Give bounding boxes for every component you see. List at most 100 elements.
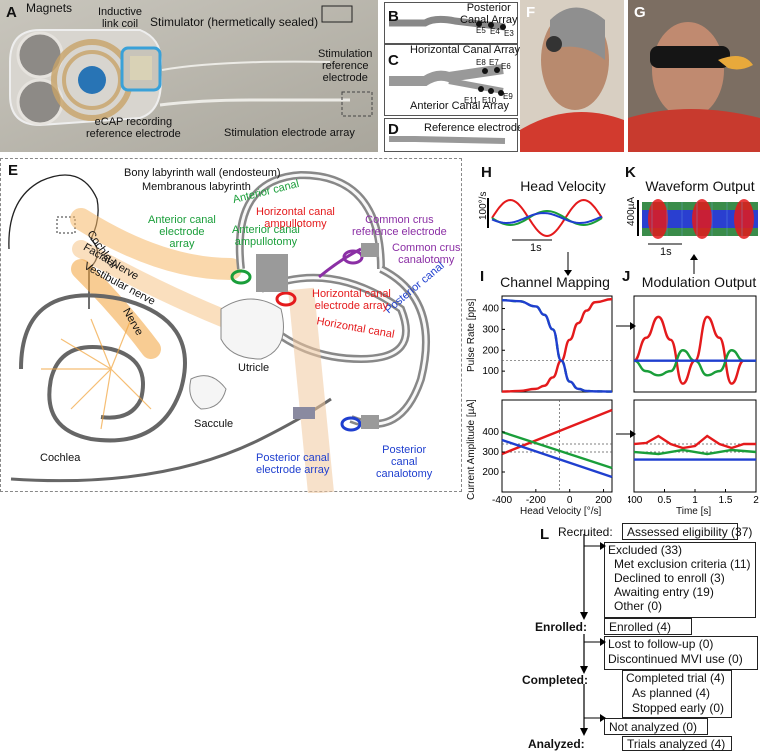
series-line-blue <box>501 438 613 479</box>
label-inductive-coil: Inductive link coil <box>98 6 143 30</box>
posterior-electrode-ring <box>340 416 362 432</box>
flow-analyzed-box: Trials analyzed (4) <box>622 736 732 751</box>
x-tick-label: 0.5 <box>658 495 672 506</box>
panel-label-c: C <box>388 52 399 69</box>
series-line-green <box>633 448 757 456</box>
flow-enrolled-box: Enrolled (4) <box>604 618 692 635</box>
head-velocity-red <box>491 198 603 238</box>
x-tick-label: 400 <box>628 495 643 506</box>
head-velocity-blue <box>491 211 603 225</box>
flow-lost: Lost to follow-up (0) <box>608 637 714 651</box>
flow-recruited-label: Recruited: <box>558 525 613 539</box>
modulation-output-title: Modulation Output <box>641 274 757 290</box>
flow-completed: Completed trial (4) <box>626 671 725 685</box>
panel-label-g: G <box>634 4 646 21</box>
label-reference-electrode: Reference electrode <box>424 122 524 134</box>
electrode-e11: E11 <box>464 96 478 105</box>
y-tick-label: 100 <box>482 366 499 377</box>
utricle-shape <box>220 298 284 360</box>
label-ecap-reference: eCAP recording reference electrode <box>86 116 181 140</box>
label-saccule: Saccule <box>194 418 234 430</box>
flow-as-planned: As planned (4) <box>632 686 711 700</box>
head-velocity-scale: 100°/s <box>478 191 489 220</box>
y-tick-label: 400 <box>482 304 499 315</box>
y-tick-label: 300 <box>482 447 499 458</box>
panel-c-frame <box>384 44 518 116</box>
label-posterior-array: Posterior canal electrode array <box>256 452 330 476</box>
chart-modulation-pulse <box>633 295 757 393</box>
series-line-red <box>501 408 613 456</box>
label-anterior-ampullotomy: Anterior canal ampullotomy <box>232 224 300 248</box>
x-tick-label: 0 <box>567 495 573 506</box>
flow-stopped-early: Stopped early (0) <box>632 701 725 715</box>
label-common-crus-reference: Common crus reference electrode <box>352 214 447 238</box>
cochlear-nerve <box>71 259 161 359</box>
head-velocity-plot <box>487 198 603 241</box>
flow-not-analyzed-box: Not analyzed (0) <box>604 718 708 735</box>
electrode-e5: E5 <box>476 26 486 35</box>
panel-label-d: D <box>388 121 399 138</box>
panel-b-frame <box>384 2 518 44</box>
panel-label-f: F <box>526 4 536 21</box>
photo-patient-goggles <box>628 0 760 152</box>
head-velocity-time: 1s <box>530 242 542 254</box>
flow-other: Other (0) <box>614 599 663 613</box>
device-illustration <box>0 0 378 152</box>
y-tick-label: 300 <box>482 324 499 335</box>
waveform-output-title: Waveform Output <box>645 178 755 194</box>
flow-discontinued: Discontinued MVI use (0) <box>608 652 743 666</box>
label-membranous-labyrinth: Membranous labyrinth <box>142 181 251 193</box>
panel-label-h: H <box>481 164 492 181</box>
vestibular-nerve <box>70 208 242 280</box>
x-tick-label: 1.5 <box>719 495 733 506</box>
flow-enrolled-label: Enrolled: <box>535 620 588 634</box>
label-bony-labyrinth: Bony labyrinth wall (endosteum) <box>124 167 281 179</box>
series-line-red <box>633 434 756 450</box>
horizontal-electrode-ring <box>275 291 297 307</box>
flow-excluded-box <box>604 542 756 618</box>
series-line-blue <box>501 298 613 393</box>
chart-modulation-current: 400 0.5 1 1.5 2 <box>628 399 759 506</box>
flow-awaiting: Awaiting entry (19) <box>614 585 714 599</box>
label-stimulation-reference: Stimulation reference electrode <box>318 48 373 84</box>
flow-analyzed-label: Analyzed: <box>528 737 585 751</box>
waveform-scale: 400µA <box>626 196 637 226</box>
label-utricle: Utricle <box>238 362 270 374</box>
plot-frame <box>501 295 613 393</box>
anterior-electrode-ring <box>230 269 252 285</box>
flow-lost-box <box>604 636 758 670</box>
plot-frame <box>501 399 613 493</box>
label-magnets: Magnets <box>26 1 73 15</box>
saccule-shape <box>189 375 227 410</box>
cochlea-spiral <box>19 293 187 443</box>
flow-completed-label: Completed: <box>522 673 588 687</box>
y-tick-label: 200 <box>482 345 499 356</box>
x-tick-label: 2 <box>753 495 759 506</box>
y-tick-label: 200 <box>482 467 499 478</box>
time-axis-label: Time [s] <box>676 506 712 517</box>
head-velocity-axis-label: Head Velocity [°/s] <box>520 506 602 517</box>
head-velocity-title: Head Velocity <box>520 178 606 194</box>
electrode-e9: E9 <box>503 92 513 101</box>
panel-label-b: B <box>388 8 399 25</box>
flow-excluded: Excluded (33) <box>608 543 683 557</box>
arrow-down <box>564 252 572 276</box>
series-line-green <box>501 430 613 470</box>
panel-e-frame <box>0 158 462 495</box>
arrow-right-2 <box>616 430 636 438</box>
electrode-e3: E3 <box>504 29 514 38</box>
device-photo <box>0 0 378 152</box>
label-stimulation-array: Stimulation electrode array <box>224 127 355 139</box>
panel-label-e: E <box>8 162 19 179</box>
pulse-rate-label: Pulse Rate [pps] <box>466 298 477 372</box>
label-stimulator: Stimulator (hermetically sealed) <box>150 15 319 29</box>
panel-label-l: L <box>540 526 550 543</box>
electrode-shaft <box>288 287 334 495</box>
label-cochlea: Cochlea <box>40 452 81 464</box>
label-horizontal-array: Horizontal canal electrode array <box>312 288 391 312</box>
chart-pulse-rate: 400 300 200 100 <box>482 295 613 393</box>
x-tick-label: 200 <box>595 495 612 506</box>
arrow-up <box>690 254 698 274</box>
x-tick-label: 1 <box>692 495 698 506</box>
photo-patient-profile <box>520 0 624 152</box>
